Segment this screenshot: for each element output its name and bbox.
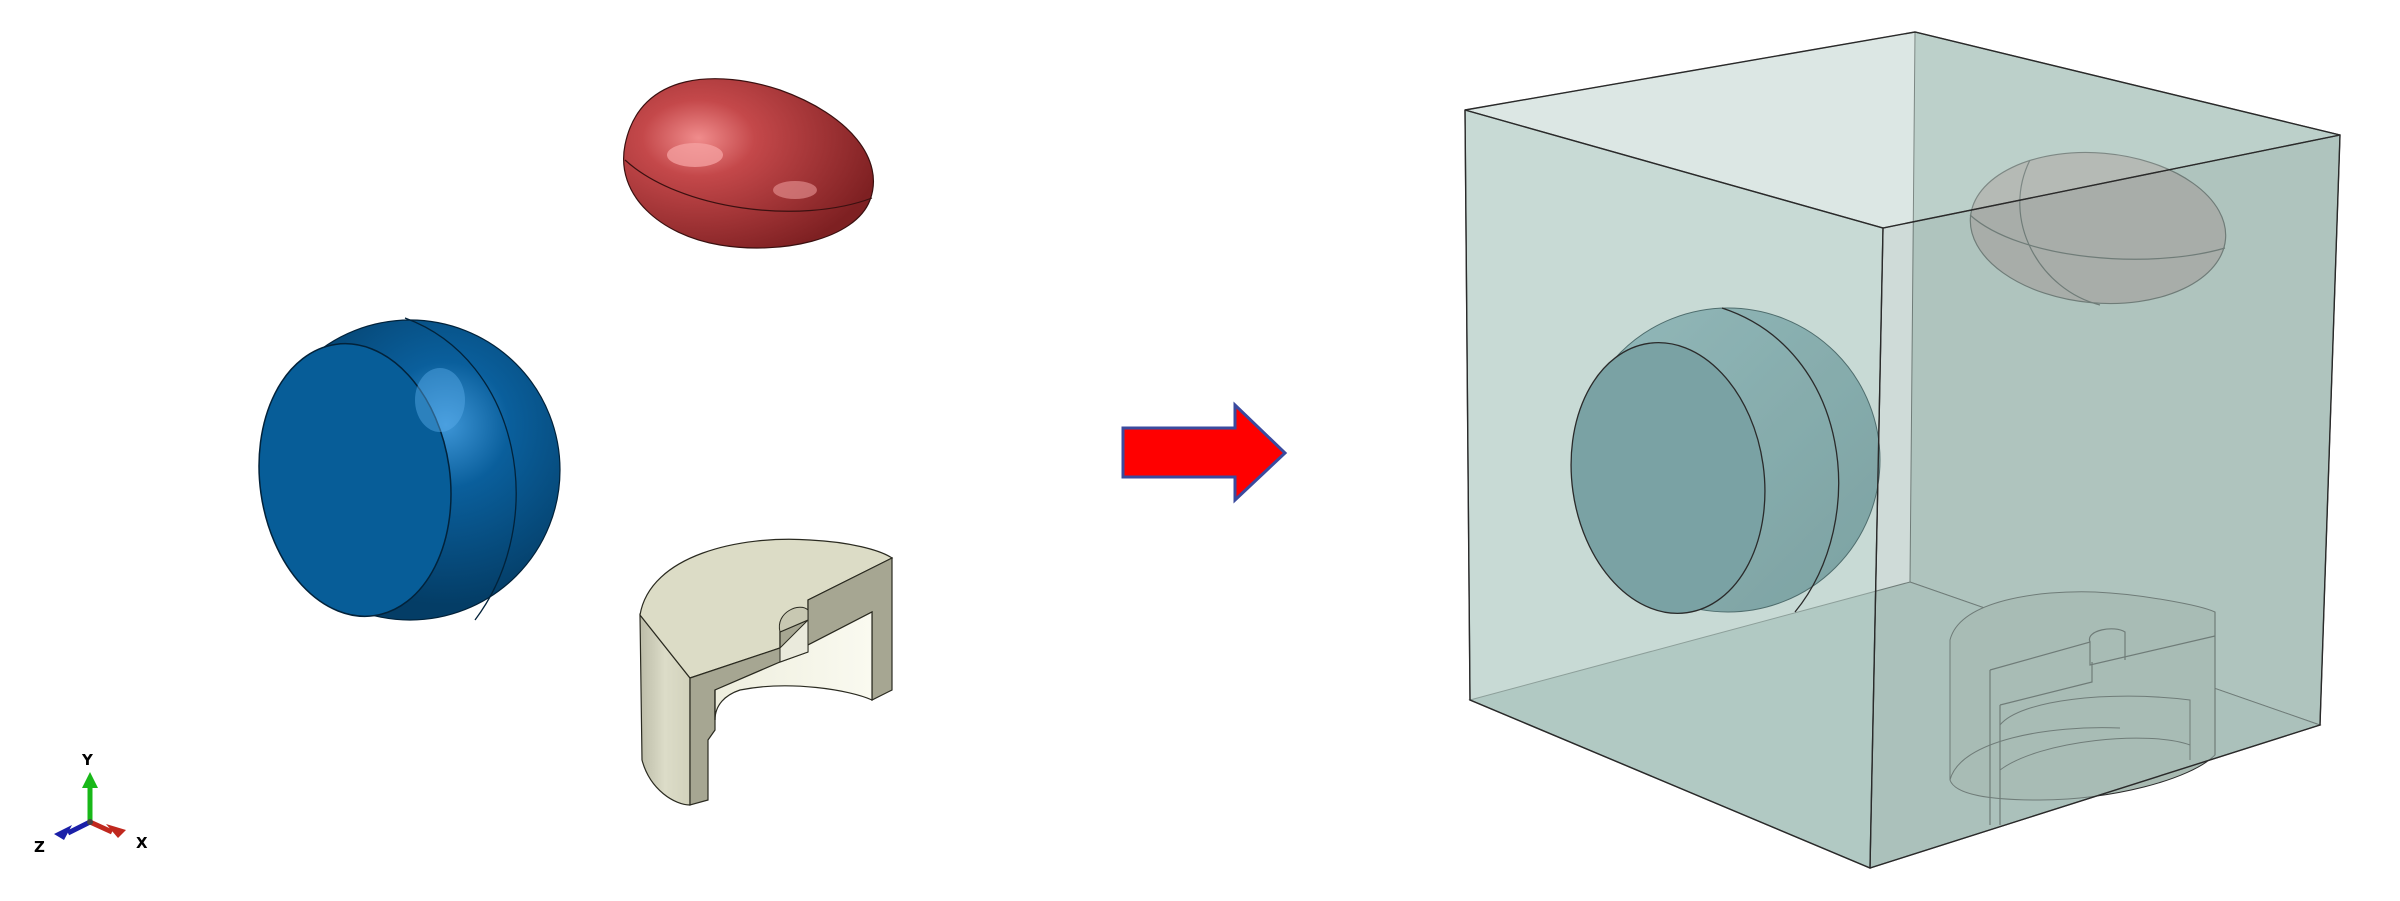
matrix-box: [1464, 31, 2341, 869]
box-edges: [1464, 31, 2341, 869]
x-axis-line: [88, 819, 114, 835]
box-right-face: [1869, 134, 2341, 869]
ellipsoid-body: [623, 78, 875, 249]
y-axis-arrowhead: [82, 772, 98, 788]
cylinder-hole-wall: [779, 618, 809, 663]
z-axis-label: Z: [34, 838, 45, 856]
sphere-part: [258, 317, 561, 621]
axis-origin: [87, 819, 93, 825]
cylinder-inner-cavity: [714, 611, 873, 721]
ellipsoid-highlight: [667, 143, 723, 167]
sphere-highlight: [415, 368, 465, 432]
transform-arrow: [1121, 401, 1288, 504]
z-axis-line: [66, 819, 92, 836]
cut-cylinder-part: [639, 538, 894, 806]
ellipsoid-highlight-2: [773, 181, 817, 199]
cylinder-center-hole: [778, 606, 809, 633]
inclusion-sphere: [1570, 307, 1881, 614]
x-axis-arrowhead: [106, 824, 126, 838]
ellipsoid-seam-line: [624, 159, 873, 212]
y-axis-label: Y: [81, 751, 94, 769]
sphere-cut-face: [258, 342, 452, 618]
ellipsoid-part: [623, 78, 875, 249]
sphere-seam-line: [404, 317, 517, 621]
z-axis-arrowhead: [54, 825, 72, 840]
axis-triad: Y X Z: [34, 751, 148, 856]
x-axis-label: X: [136, 834, 148, 852]
